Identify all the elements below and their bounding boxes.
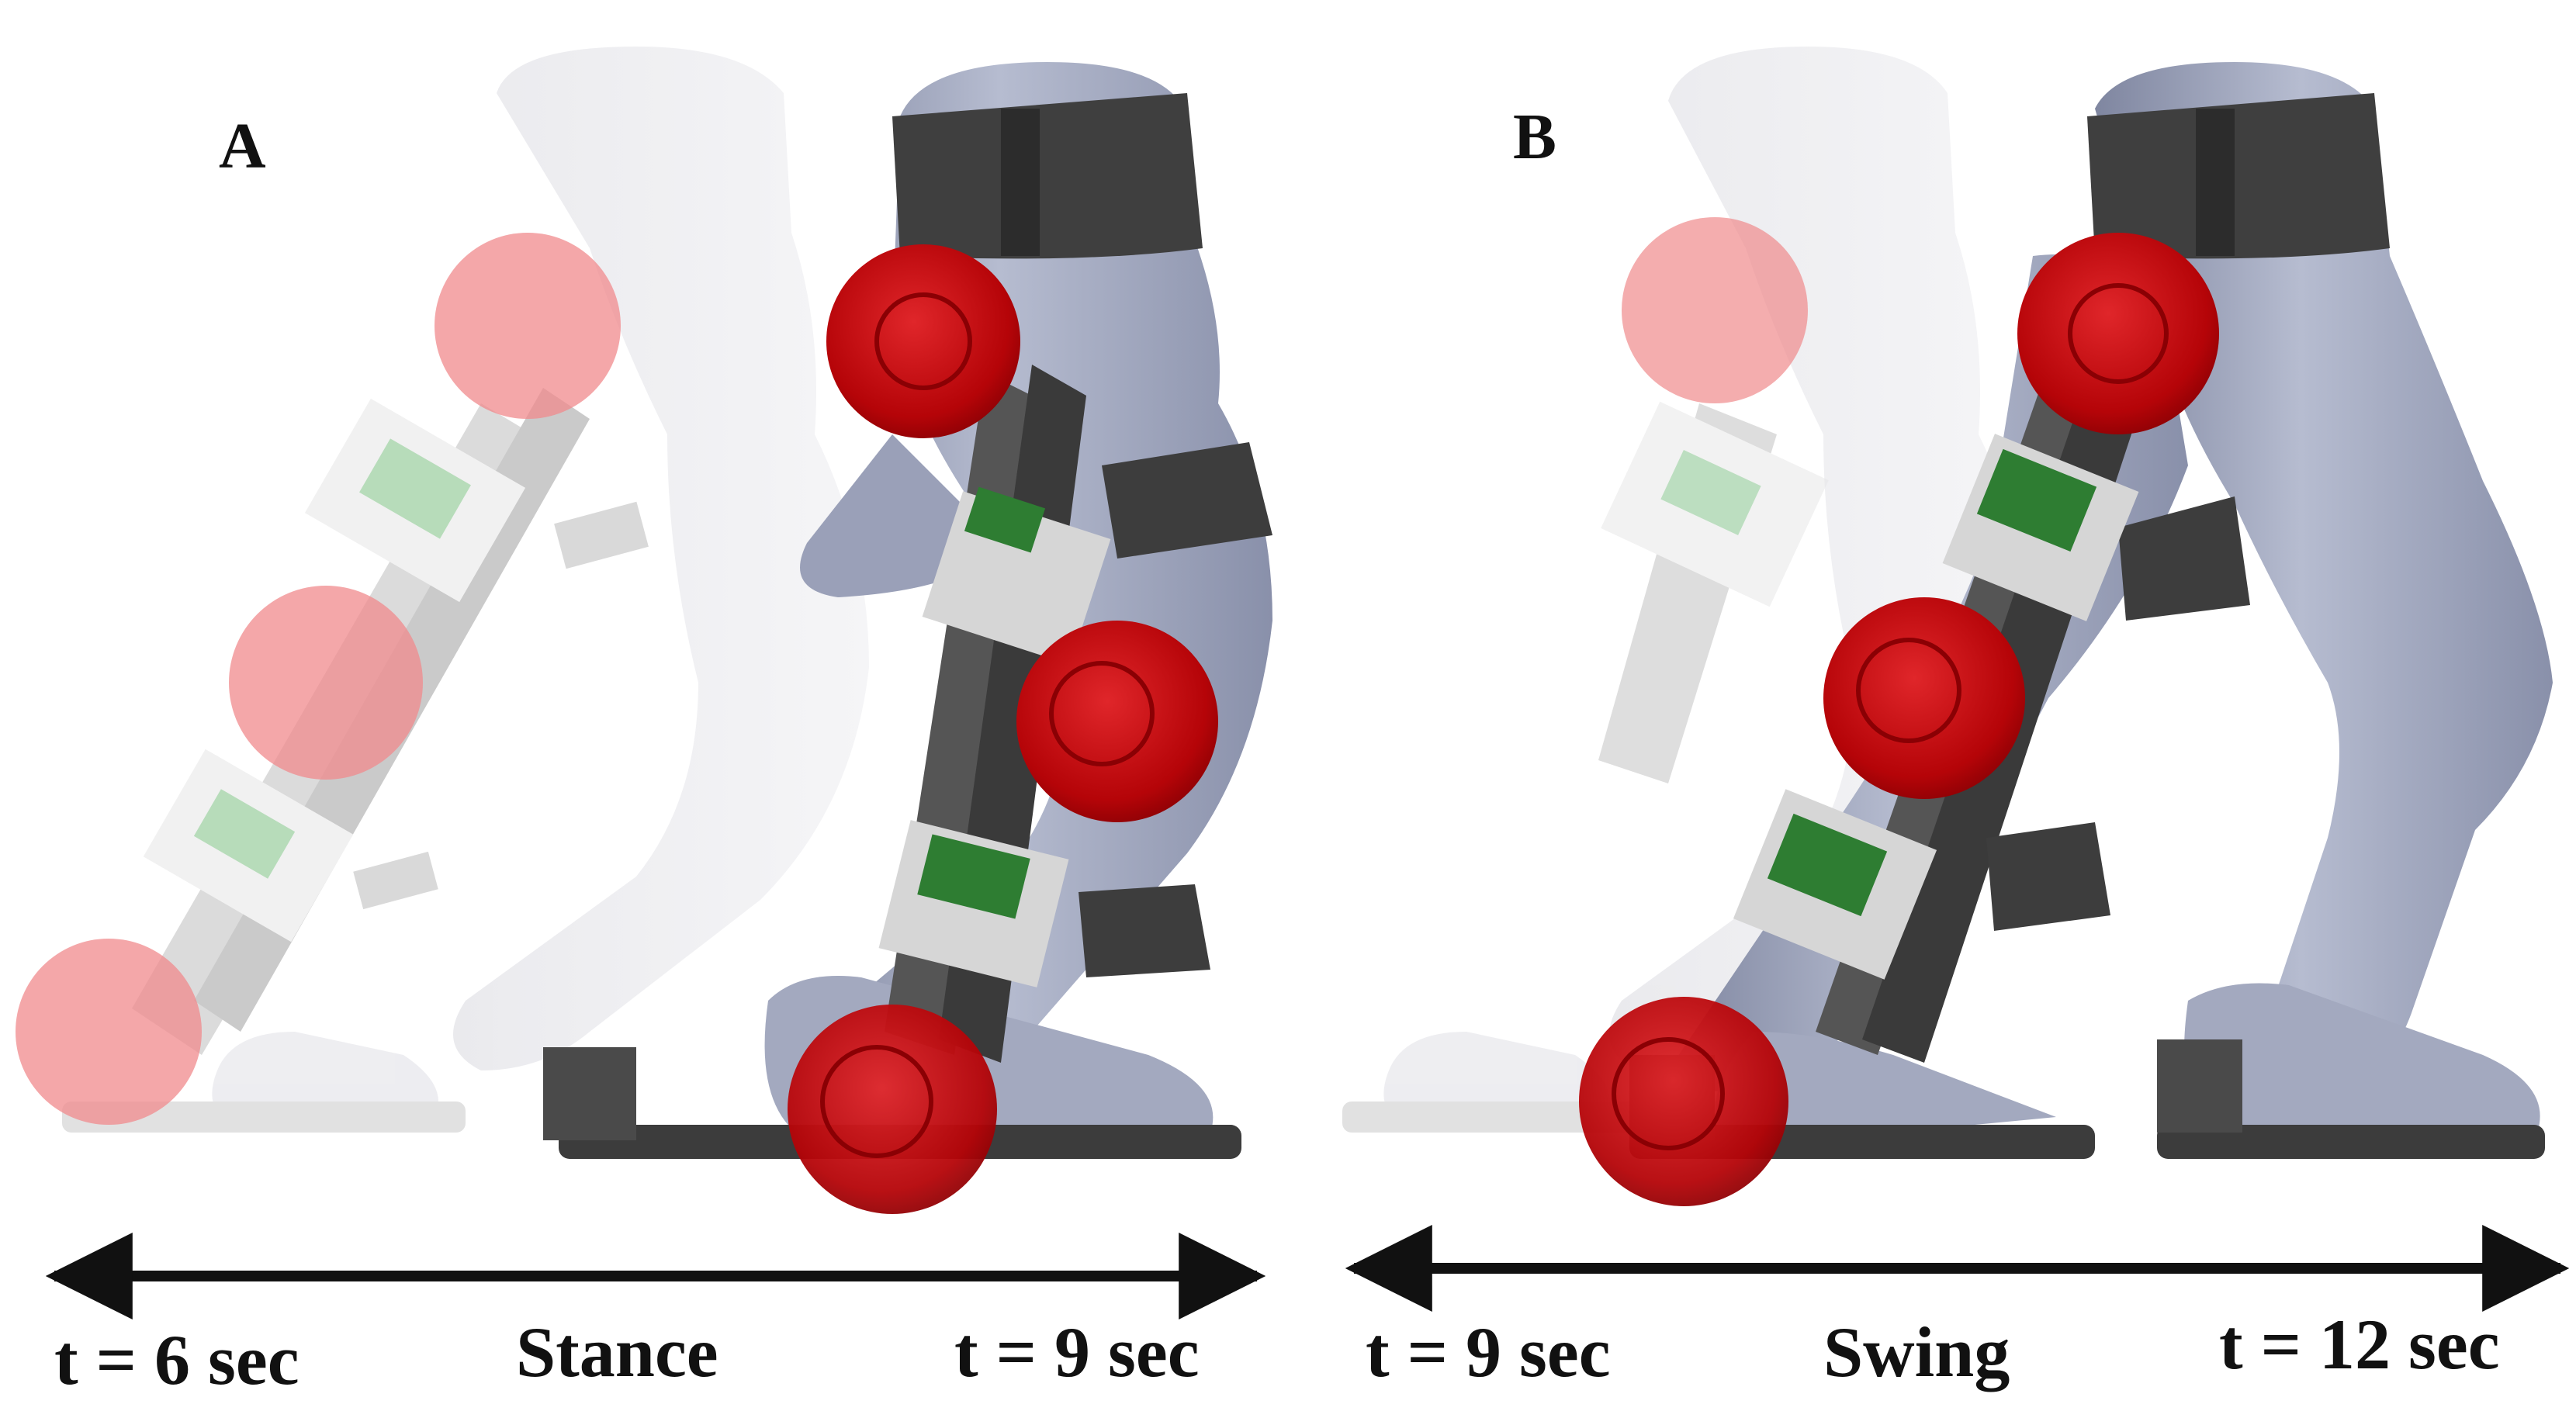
ghost-exoskeleton-b bbox=[1598, 401, 1829, 783]
phase-label-stance: Stance bbox=[516, 1313, 718, 1392]
actuator-ankle-a bbox=[788, 1005, 997, 1214]
actuator-hip-b bbox=[2017, 233, 2219, 434]
panel-label-b: B bbox=[1513, 101, 1557, 173]
ghost-leg-a bbox=[62, 47, 869, 1133]
phase-label-swing: Swing bbox=[1823, 1313, 2010, 1392]
panel-label-a: A bbox=[219, 110, 266, 182]
ghost-actuator-hip-a bbox=[435, 233, 621, 419]
time-end-a: t = 9 sec bbox=[954, 1313, 1200, 1392]
time-end-b: t = 12 sec bbox=[2219, 1305, 2500, 1384]
actuator-knee-a bbox=[1016, 621, 1218, 822]
ghost-actuator-knee-a bbox=[229, 586, 423, 780]
panel-b bbox=[1342, 47, 2570, 1312]
actuator-knee-b bbox=[1823, 597, 2025, 799]
ghost-actuator-hip-b bbox=[1622, 217, 1808, 403]
actuator-ankle-b bbox=[1579, 997, 1788, 1206]
ghost-actuator-ankle-a bbox=[16, 939, 202, 1125]
exoskeleton-frame-a bbox=[878, 365, 1272, 1063]
actuator-hip-a bbox=[826, 244, 1020, 438]
time-start-b: t = 9 sec bbox=[1366, 1313, 1611, 1392]
panel-a bbox=[16, 47, 1272, 1319]
time-start-a: t = 6 sec bbox=[54, 1320, 299, 1399]
